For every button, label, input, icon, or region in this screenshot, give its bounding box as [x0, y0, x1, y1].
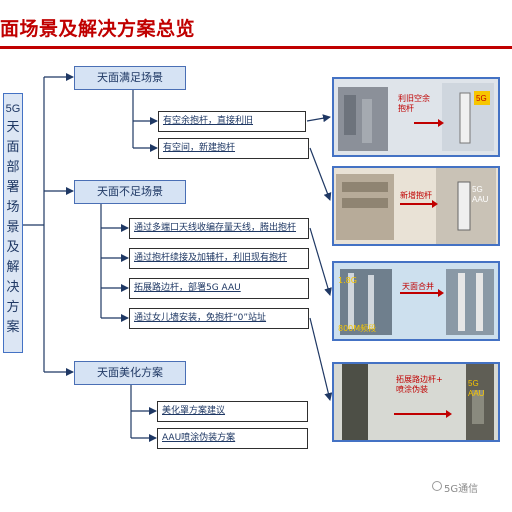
photo-reuse-pole: 利旧空余抱杆 5G — [332, 77, 500, 157]
watermark-icon — [432, 481, 442, 491]
root-char: 案 — [6, 320, 20, 335]
sub-box-pole-extension: 通过抱杆续接及加辅杆，利旧现有抱杆 — [129, 248, 309, 269]
title-underline — [0, 46, 512, 49]
photo-caption: 天面合并 — [402, 281, 434, 291]
category-box-beautify: 天面美化方案 — [74, 361, 186, 385]
link-photo-3 — [309, 227, 332, 296]
root-char: 场 — [6, 200, 20, 215]
root-node: 5G 天 面 部 署 场 景 及 解 决 方 案 — [3, 93, 23, 353]
photo-caption: 新增抱杆 — [400, 190, 432, 200]
root-char: 天 — [6, 120, 20, 135]
root-char: 及 — [6, 240, 20, 255]
root-char: 署 — [6, 180, 20, 195]
root-char: 决 — [6, 280, 20, 295]
root-char: 面 — [6, 140, 20, 155]
trunk-line — [23, 77, 45, 372]
page-title: 面场景及解决方案总览 — [0, 18, 196, 40]
photo-caption: 拓展路边杆+喷涂伪装 — [396, 374, 443, 394]
band-label-800: 800M频段 — [338, 323, 376, 333]
root-prefix: 5G — [5, 103, 21, 115]
band-label-1800: 1.8G — [338, 276, 357, 285]
photo-caption: 利旧空余抱杆 — [398, 93, 430, 113]
root-char: 方 — [6, 300, 20, 315]
sub-box-new-pole: 有空间，新建抱杆 — [158, 138, 309, 159]
root-char: 部 — [6, 160, 20, 175]
sub-box-multiport-antenna: 通过多端口天线收编存量天线，腾出抱杆 — [129, 218, 309, 239]
sub-box-spray-camouflage: AAU喷涂伪装方案 — [157, 428, 308, 449]
photo-antenna-merge: 天面合并 1.8G 800M频段 — [332, 261, 500, 341]
photo-tag: 5G — [476, 94, 487, 103]
watermark: 5G通信 — [444, 484, 479, 495]
sub-box-cover-proposal: 美化罩方案建议 — [157, 401, 308, 422]
link-photo-2 — [309, 147, 332, 201]
category-box-satisfied: 天面满足场景 — [74, 66, 186, 90]
category-box-insufficient: 天面不足场景 — [74, 180, 186, 204]
sub-box-parapet-mount: 通过女儿墙安装，免抱杆“0”站址 — [129, 308, 309, 329]
link-photo-4 — [309, 317, 333, 401]
sub-box-roadside-pole: 拓展路边杆，部署5G AAU — [129, 278, 309, 299]
root-char: 景 — [6, 220, 20, 235]
link-photo-1 — [306, 114, 331, 123]
root-char: 解 — [6, 260, 20, 275]
sub-box-reuse-pole: 有空余抱杆，直接利旧 — [158, 111, 306, 132]
